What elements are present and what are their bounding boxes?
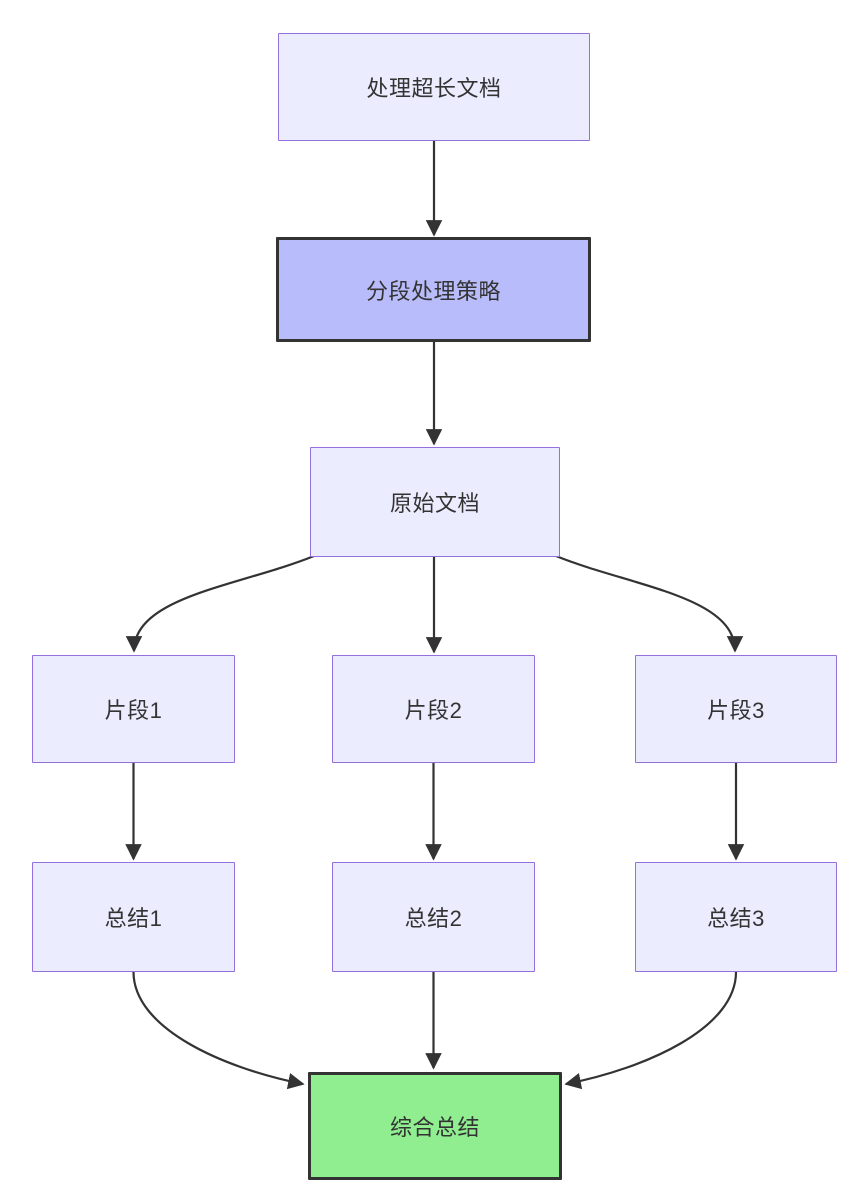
node-seg2: 片段2 [332,655,535,763]
node-seg3: 片段3 [635,655,837,763]
node-sum2-label: 总结2 [404,906,463,931]
node-strategy-label: 分段处理策略 [365,278,501,304]
node-seg1: 片段1 [32,655,235,763]
node-sum1-label: 总结1 [104,906,163,931]
node-start-label: 处理超长文档 [366,76,502,101]
node-strategy: 分段处理策略 [276,237,591,342]
node-final-label: 综合总结 [389,1115,480,1140]
edge-doc-seg1 [125,554,315,653]
node-sum2: 总结2 [332,862,535,972]
node-seg2-label: 片段2 [404,698,463,723]
edge-group [125,141,745,1090]
edge-sum1-final [132,971,305,1090]
node-sum3-label: 总结3 [707,906,765,931]
node-sum1: 总结1 [32,862,235,972]
node-seg3-label: 片段3 [707,698,765,723]
node-final: 综合总结 [308,1072,562,1180]
edge-sum3-final [564,971,738,1090]
node-doc-label: 原始文档 [389,491,480,516]
node-seg1-label: 片段1 [104,698,163,723]
node-start: 处理超长文档 [278,33,590,141]
node-sum3: 总结3 [635,862,837,972]
node-doc: 原始文档 [310,447,560,557]
edge-doc-seg3 [555,554,744,653]
